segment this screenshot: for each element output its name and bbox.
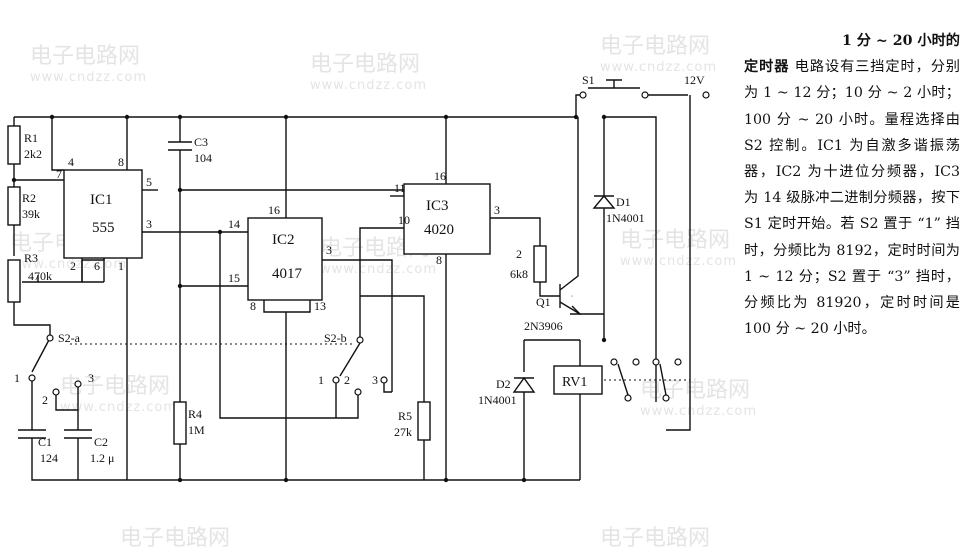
pin-label: 3 bbox=[88, 371, 94, 385]
label-ic3-val: 4020 bbox=[424, 222, 454, 238]
pin-label: 1 bbox=[14, 371, 20, 385]
label-s2a: S2-a bbox=[58, 331, 81, 345]
description-body: 电路设有三挡定时，分别为 1 ~ 12 分；10 分 ~ 2 小时；100 分 … bbox=[744, 59, 960, 337]
resistor-r3 bbox=[8, 260, 20, 302]
label-s1: S1 bbox=[582, 73, 595, 87]
description-title: 定时器 bbox=[744, 59, 789, 75]
label-q1: Q1 bbox=[536, 295, 551, 309]
pin-label: 14 bbox=[228, 217, 240, 231]
pin-label: 8 bbox=[118, 155, 124, 169]
label-r1-val: 2k2 bbox=[24, 147, 42, 161]
label-c3: C3 bbox=[194, 135, 208, 149]
resistor-r4 bbox=[174, 402, 186, 444]
resistor-r1 bbox=[8, 126, 20, 164]
label-r3-val: 470k bbox=[28, 269, 52, 283]
label-ic1-val: 555 bbox=[92, 220, 115, 236]
resistor-r2 bbox=[8, 187, 20, 225]
label-r5-val: 27k bbox=[394, 425, 412, 439]
label-d1: D1 bbox=[616, 195, 631, 209]
pin-label: 3 bbox=[494, 203, 500, 217]
label-q1-val: 2N3906 bbox=[524, 319, 563, 333]
label-r6: 2 bbox=[516, 247, 522, 261]
pin-label: 5 bbox=[146, 175, 152, 189]
label-r4: R4 bbox=[188, 407, 202, 421]
label-ic2: IC2 bbox=[272, 232, 295, 248]
label-r5: R5 bbox=[398, 409, 412, 423]
label-c1: C1 bbox=[38, 435, 52, 449]
label-r1: R1 bbox=[24, 131, 38, 145]
label-r2: R2 bbox=[22, 191, 36, 205]
pin-label: 1 bbox=[118, 259, 124, 273]
label-c2-val: 1.2 μ bbox=[90, 451, 114, 465]
label-12v: 12V bbox=[684, 73, 705, 87]
label-d2: D2 bbox=[496, 377, 511, 391]
label-r6-val: 6k8 bbox=[510, 267, 528, 281]
label-ic1: IC1 bbox=[90, 192, 113, 208]
pin-label: 8 bbox=[436, 253, 442, 267]
label-r4-val: 1M bbox=[188, 423, 205, 437]
diode-d1 bbox=[594, 196, 614, 208]
pin-label: 2 bbox=[42, 393, 48, 407]
label-s2b: S2-b bbox=[324, 331, 347, 345]
pin-label: 10 bbox=[398, 213, 410, 227]
label-ic2-val: 4017 bbox=[272, 266, 303, 282]
ic1-555 bbox=[64, 170, 142, 258]
pin-label: 15 bbox=[228, 271, 240, 285]
ic3-4020 bbox=[404, 184, 490, 254]
pin-label: 6 bbox=[94, 259, 100, 273]
label-r3: R3 bbox=[24, 251, 38, 265]
label-r2-val: 39k bbox=[22, 207, 40, 221]
pin-label: 8 bbox=[250, 299, 256, 313]
label-c3-val: 104 bbox=[194, 151, 212, 165]
pin-label: 4 bbox=[68, 155, 74, 169]
diode-d2 bbox=[514, 378, 534, 392]
pin-label: 3 bbox=[326, 243, 332, 257]
label-ic3: IC3 bbox=[426, 198, 449, 214]
pin-label: 11 bbox=[394, 181, 406, 195]
timer-schematic: R1 2k2 R2 39k R3 470k IC1 555 4 8 7 5 3 … bbox=[0, 0, 740, 543]
ic2-4017 bbox=[248, 218, 322, 300]
pin-label: 1 bbox=[318, 373, 324, 387]
resistor-r5 bbox=[418, 402, 430, 440]
label-c1-val: 124 bbox=[40, 451, 58, 465]
pin-label: 3 bbox=[372, 373, 378, 387]
label-d2-val: 1N4001 bbox=[478, 393, 517, 407]
label-d1-val: 1N4001 bbox=[606, 211, 645, 225]
label-rv1: RV1 bbox=[562, 375, 587, 390]
pin-label: 7 bbox=[56, 167, 62, 181]
description-text: 1 分 ~ 20 小时的 定时器 电路设有三挡定时，分别为 1 ~ 12 分；1… bbox=[744, 28, 960, 342]
resistor-r6 bbox=[534, 246, 546, 282]
description-title-line: 1 分 ~ 20 小时的 bbox=[744, 28, 960, 54]
label-c2: C2 bbox=[94, 435, 108, 449]
pin-label: 3 bbox=[146, 217, 152, 231]
pin-label: 13 bbox=[314, 299, 326, 313]
pin-label: 2 bbox=[70, 259, 76, 273]
pin-label: 2 bbox=[344, 373, 350, 387]
pin-label: 16 bbox=[268, 203, 280, 217]
pin-label: 16 bbox=[434, 169, 446, 183]
